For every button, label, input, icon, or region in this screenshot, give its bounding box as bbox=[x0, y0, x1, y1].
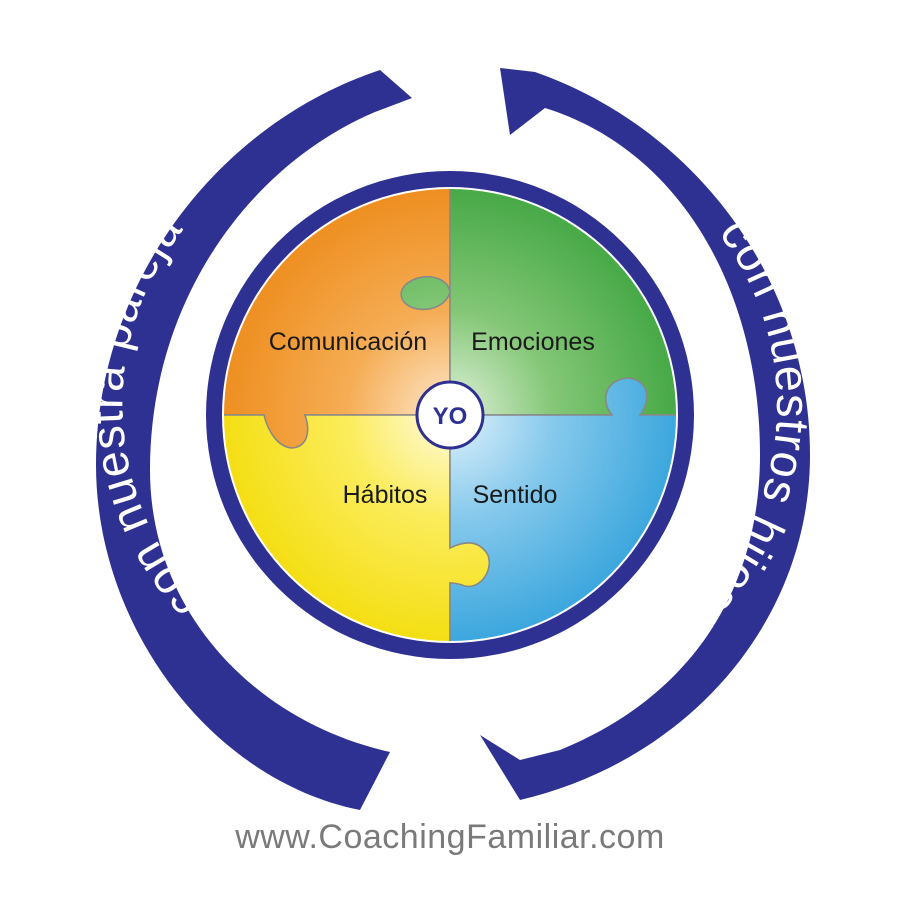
label-habitos: Hábitos bbox=[343, 481, 428, 509]
left-arrow-band bbox=[96, 70, 412, 810]
center-circle bbox=[415, 380, 485, 450]
footer-website-url: www.CoachingFamiliar.com bbox=[235, 818, 665, 856]
right-arrow-band bbox=[480, 68, 810, 800]
label-sentido: Sentido bbox=[473, 481, 558, 509]
label-emociones: Emociones bbox=[471, 328, 595, 356]
label-comunicacion: Comunicación bbox=[269, 328, 427, 356]
center-label-yo: YO bbox=[433, 403, 468, 430]
